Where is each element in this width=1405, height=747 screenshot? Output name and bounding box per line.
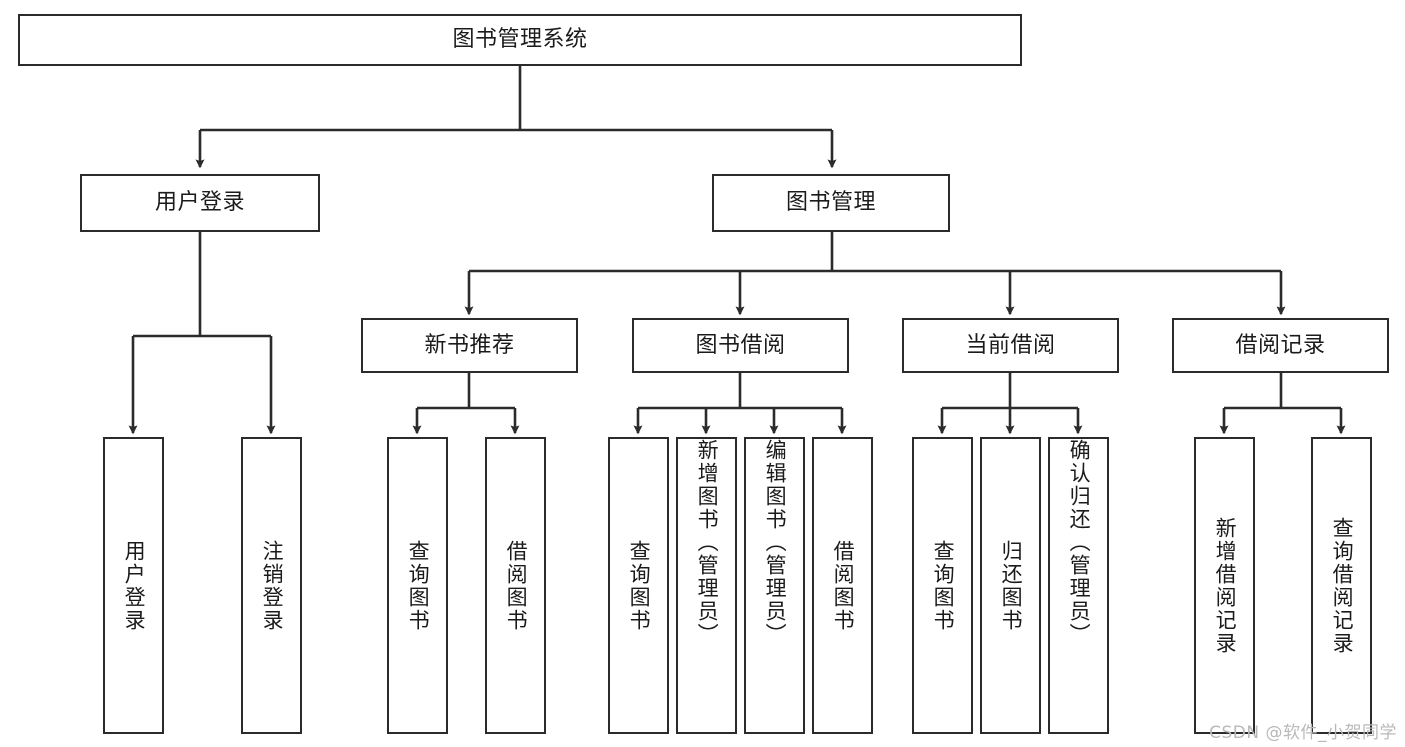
node-label: 图书管理: [785, 190, 876, 216]
node-label: 借阅图书: [504, 539, 529, 632]
leaf-borrow-books-new[interactable]: 借阅图书: [485, 437, 546, 734]
leaf-confirm-return-admin[interactable]: 确认归还（管理员）: [1048, 437, 1109, 734]
csdn-watermark: CSDN @软件_小贺同学: [1209, 723, 1397, 743]
leaf-edit-book-admin[interactable]: 编辑图书（管理员）: [744, 437, 805, 734]
leaf-return-books[interactable]: 归还图书: [980, 437, 1041, 734]
node-label: 确认归还（管理员）: [1067, 439, 1092, 646]
node-label: 注销登录: [260, 539, 285, 632]
node-label: 查询借阅记录: [1330, 516, 1355, 655]
leaf-borrow-books[interactable]: 借阅图书: [812, 437, 873, 734]
node-label: 查询图书: [406, 539, 431, 632]
leaf-user-login[interactable]: 用户登录: [103, 437, 164, 734]
leaf-query-books-current[interactable]: 查询图书: [912, 437, 973, 734]
node-label: 图书管理系统: [452, 27, 588, 53]
node-current-borrowing[interactable]: 当前借阅: [902, 318, 1119, 373]
node-label: 当前借阅: [965, 332, 1056, 358]
node-label: 用户登录: [154, 190, 245, 216]
node-label: 归还图书: [999, 539, 1024, 632]
node-book-management[interactable]: 图书管理: [712, 174, 950, 232]
node-label: 新增借阅记录: [1213, 516, 1238, 655]
leaf-add-borrow-record[interactable]: 新增借阅记录: [1194, 437, 1255, 734]
node-book-borrowing[interactable]: 图书借阅: [632, 318, 849, 373]
node-user-login[interactable]: 用户登录: [80, 174, 320, 232]
node-label: 借阅图书: [831, 539, 856, 632]
node-root-book-management-system[interactable]: 图书管理系统: [18, 14, 1022, 66]
node-label: 查询图书: [931, 539, 956, 632]
leaf-add-book-admin[interactable]: 新增图书（管理员）: [676, 437, 737, 734]
node-label: 查询图书: [627, 539, 652, 632]
node-label: 图书借阅: [695, 332, 786, 358]
leaf-query-books-borrow[interactable]: 查询图书: [608, 437, 669, 734]
node-new-book-recommendation[interactable]: 新书推荐: [361, 318, 578, 373]
node-label: 编辑图书（管理员）: [763, 439, 788, 646]
node-borrowing-records[interactable]: 借阅记录: [1172, 318, 1389, 373]
node-label: 用户登录: [122, 539, 147, 632]
leaf-query-books-new[interactable]: 查询图书: [387, 437, 448, 734]
node-label: 新增图书（管理员）: [695, 439, 720, 646]
leaf-logout[interactable]: 注销登录: [241, 437, 302, 734]
leaf-query-borrow-record[interactable]: 查询借阅记录: [1311, 437, 1372, 734]
node-label: 新书推荐: [424, 332, 515, 358]
node-label: 借阅记录: [1235, 332, 1326, 358]
